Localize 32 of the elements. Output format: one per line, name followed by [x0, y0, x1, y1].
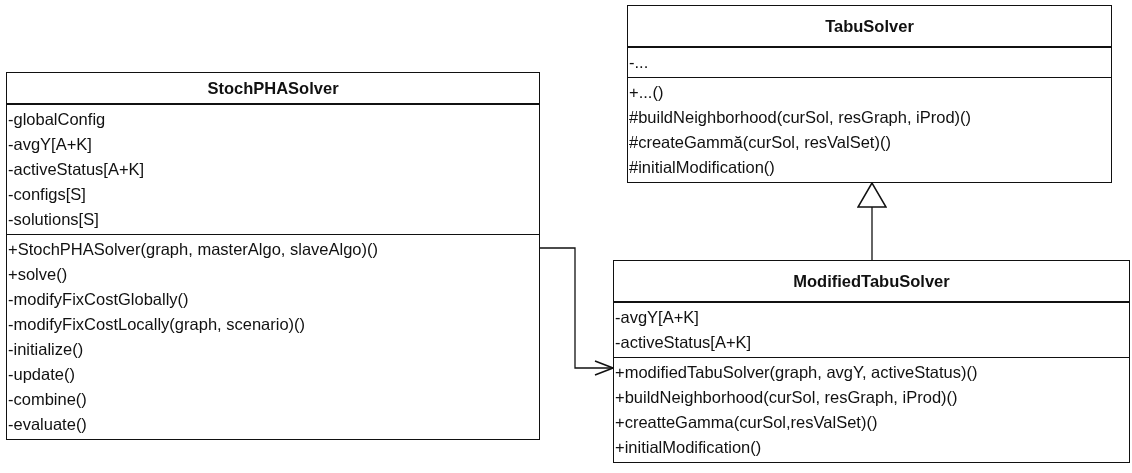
- attribute-text: -...: [629, 52, 650, 73]
- inheritance-arrow: [857, 182, 887, 261]
- method-text: -modifyFixCostGlobally(): [8, 289, 190, 310]
- method-text: #initialModification(): [629, 157, 776, 178]
- class-name: ModifiedTabuSolver: [793, 272, 950, 290]
- attribute-text: -configs[S]: [8, 184, 87, 205]
- method-text: +initialModification(): [615, 437, 763, 458]
- method-text: +solve(): [8, 264, 69, 285]
- method-text: +...(): [629, 82, 665, 103]
- class-name: StochPHASolver: [207, 79, 339, 97]
- attribute-text: -avgY[A+K]: [8, 134, 93, 155]
- attribute-text: -activeStatus[A+K]: [615, 332, 753, 353]
- attribute-text: -solutions[S]: [8, 209, 100, 230]
- class-box: [6, 72, 540, 440]
- class-box: [627, 5, 1112, 183]
- method-text: -combine(): [8, 389, 88, 410]
- method-text: #createGammă(curSol, resValSet)(): [629, 132, 892, 153]
- method-text: +buildNeighborhood(curSol, resGraph, iProd)(): [615, 387, 959, 408]
- attribute-text: -activeStatus[A+K]: [8, 159, 146, 180]
- method-text: -initialize(): [8, 339, 85, 360]
- method-text: -evaluate(): [8, 414, 88, 435]
- class-box: [613, 260, 1130, 463]
- association-arrow: [539, 247, 614, 376]
- class-name: TabuSolver: [825, 17, 914, 35]
- method-text: -update(): [8, 364, 76, 385]
- attribute-text: -globalConfig: [8, 109, 107, 130]
- method-text: -modifyFixCostLocally(graph, scenario)(): [8, 314, 307, 335]
- attribute-text: -avgY[A+K]: [615, 307, 700, 328]
- method-text: #buildNeighborhood(curSol, resGraph, iProd)(): [629, 107, 973, 128]
- method-text: +creatteGamma(curSol,resValSet)(): [615, 412, 879, 433]
- method-text: +StochPHASolver(graph, masterAlgo, slaveAlgo)(): [8, 239, 380, 260]
- method-text: +modifiedTabuSolver(graph, avgY, activeStatus)(): [615, 362, 979, 383]
